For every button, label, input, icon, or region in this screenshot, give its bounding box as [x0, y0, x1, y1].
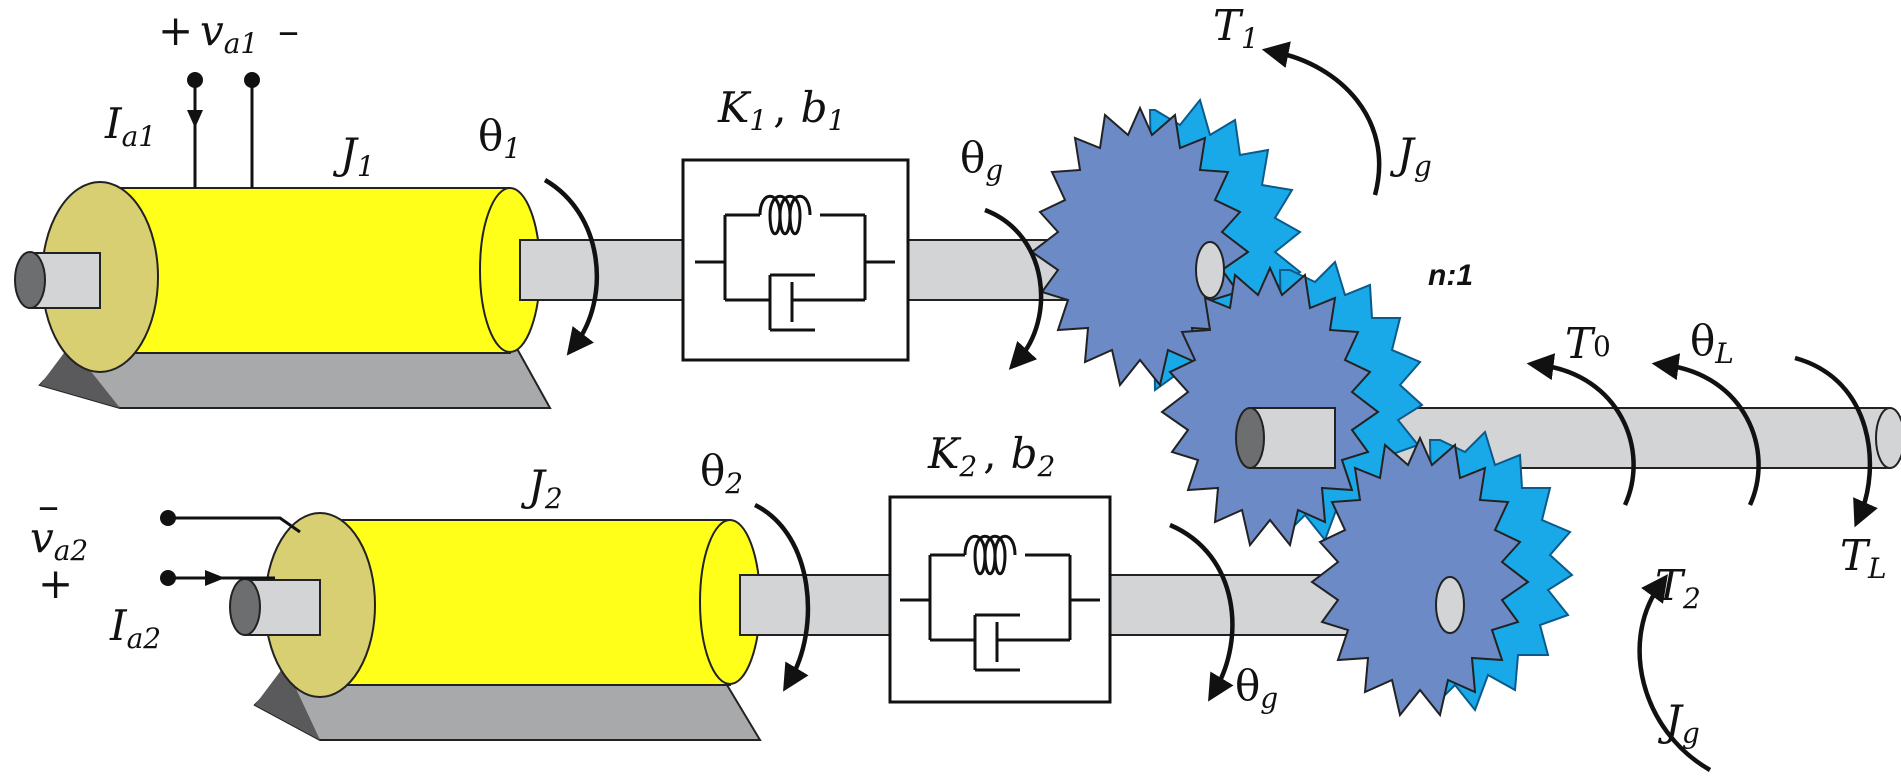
- terminal-dot: [160, 570, 176, 586]
- gear-bottom-face: [1310, 435, 1530, 718]
- label-t2: T2: [1655, 561, 1701, 615]
- label-ia1: Ia1: [104, 99, 156, 153]
- label-j2: J2: [520, 461, 563, 515]
- t1-arrow: [1261, 41, 1382, 196]
- gear-bottom: [1310, 430, 1574, 718]
- label-theta1: θ1: [478, 111, 521, 165]
- terminal-dot: [187, 72, 203, 88]
- thetaL-arrow: [1651, 353, 1761, 506]
- label-thetag-bot: θg: [1235, 661, 1278, 715]
- theta2-arrow: [753, 502, 811, 692]
- label-ratio: n:1: [1428, 259, 1473, 292]
- motor-1-body: [99, 187, 511, 354]
- motor-2: [160, 510, 762, 741]
- va1-minus: –: [278, 6, 299, 55]
- t2-arrow: [1637, 574, 1712, 772]
- motor-2-body: [319, 519, 731, 686]
- label-va2: va2: [30, 513, 88, 567]
- label-t0: T0: [1565, 319, 1611, 368]
- va2-minus: –: [38, 481, 59, 530]
- motor-1: [14, 72, 552, 409]
- label-ia2: Ia2: [109, 601, 161, 655]
- theta1-arrow: [543, 178, 600, 356]
- gear-top-face: [1030, 105, 1250, 388]
- label-k2-b2: K2,b2: [927, 429, 1055, 483]
- label-j1: J1: [332, 129, 375, 183]
- label-k1-b1: K1,b1: [717, 83, 845, 137]
- label-thetaL: θL: [1690, 316, 1734, 370]
- spring-damper-2: [888, 495, 1112, 704]
- va2-plus: +: [38, 559, 73, 608]
- label-theta2: θ2: [700, 446, 743, 500]
- t0-arrow: [1526, 353, 1636, 506]
- label-jg-top: Jg: [1389, 129, 1432, 183]
- thetag-bot-arrow: [1169, 522, 1235, 702]
- label-va1: va1: [200, 6, 258, 60]
- spring-damper-1: [681, 158, 910, 362]
- gear-middle-face: [1160, 265, 1380, 548]
- va1-plus: +: [158, 6, 193, 55]
- label-tL: TL: [1840, 531, 1887, 585]
- terminal-dot: [244, 72, 260, 88]
- tL-arrow: [1794, 355, 1878, 528]
- thetag-top-arrow: [984, 207, 1044, 370]
- label-thetag-top: θg: [960, 133, 1003, 187]
- label-t1: T1: [1213, 1, 1259, 55]
- terminal-dot: [160, 510, 176, 526]
